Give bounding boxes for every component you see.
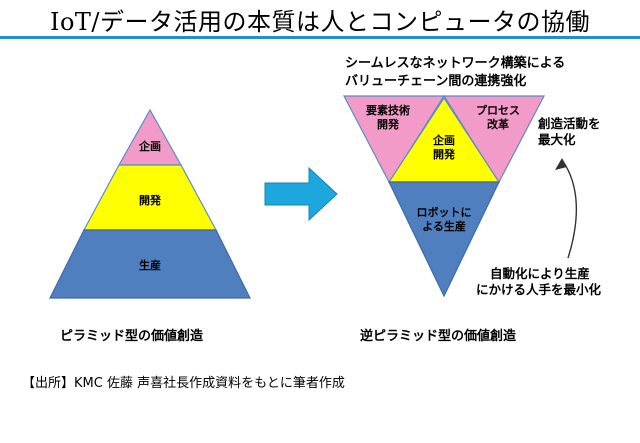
element-tech-label-line2: 開発 <box>377 118 399 131</box>
minimize-labor-note: 自動化により生産 にかける人手を最小化 <box>476 266 601 298</box>
title-underline <box>0 36 640 39</box>
minimize-labor-line1: 自動化により生産 <box>490 266 590 281</box>
process-reform-label: プロセス 改革 <box>470 104 526 132</box>
robot-production-label-line1: ロボットに <box>416 206 472 219</box>
network-header-line1: シームレスなネットワーク構築による <box>345 56 566 71</box>
network-header-line2: バリューチェーン間の連携強化 <box>345 74 527 89</box>
maximize-creativity-note: 創造活動を 最大化 <box>538 116 601 148</box>
pyramid-bottom-label: 生産 <box>139 259 161 272</box>
center-planning-label-line2: 開発 <box>433 148 455 161</box>
element-tech-label: 要素技術 開発 <box>358 104 418 132</box>
robot-production-label-line2: よる生産 <box>422 220 466 233</box>
inverted-pyramid-bottom-section <box>388 181 500 298</box>
page-title: IoT/データ活用の本質は人とコンピュータの協働 <box>49 8 591 36</box>
curved-arrow-head-icon <box>555 158 567 170</box>
process-reform-label-line1: プロセス <box>476 104 520 117</box>
pyramid-top-tier <box>117 108 183 166</box>
minimize-labor-line2: にかける人手を最小化 <box>476 282 602 297</box>
source-note: 【出所】KMC 佐藤 声喜社長作成資料をもとに筆者作成 <box>22 376 345 391</box>
process-reform-label-line2: 改革 <box>487 118 509 131</box>
pyramid-bottom-tier <box>49 229 251 299</box>
maximize-creativity-line1: 創造活動を <box>538 116 601 131</box>
curved-annotation-arrow <box>561 159 578 259</box>
pyramid-caption: ピラミッド型の価値創造 <box>60 329 204 344</box>
pyramid-middle-label: 開発 <box>139 194 161 207</box>
center-planning-label-line1: 企画 <box>433 134 455 147</box>
robot-production-label: ロボットに よる生産 <box>414 206 474 234</box>
center-planning-label: 企画 開発 <box>424 134 464 162</box>
element-tech-label-line1: 要素技術 <box>366 104 410 117</box>
pyramid-top-label: 企画 <box>139 140 161 153</box>
maximize-creativity-line2: 最大化 <box>538 132 576 147</box>
inverted-pyramid-caption: 逆ピラミッド型の価値創造 <box>360 329 517 344</box>
right-arrow-icon <box>264 166 338 222</box>
